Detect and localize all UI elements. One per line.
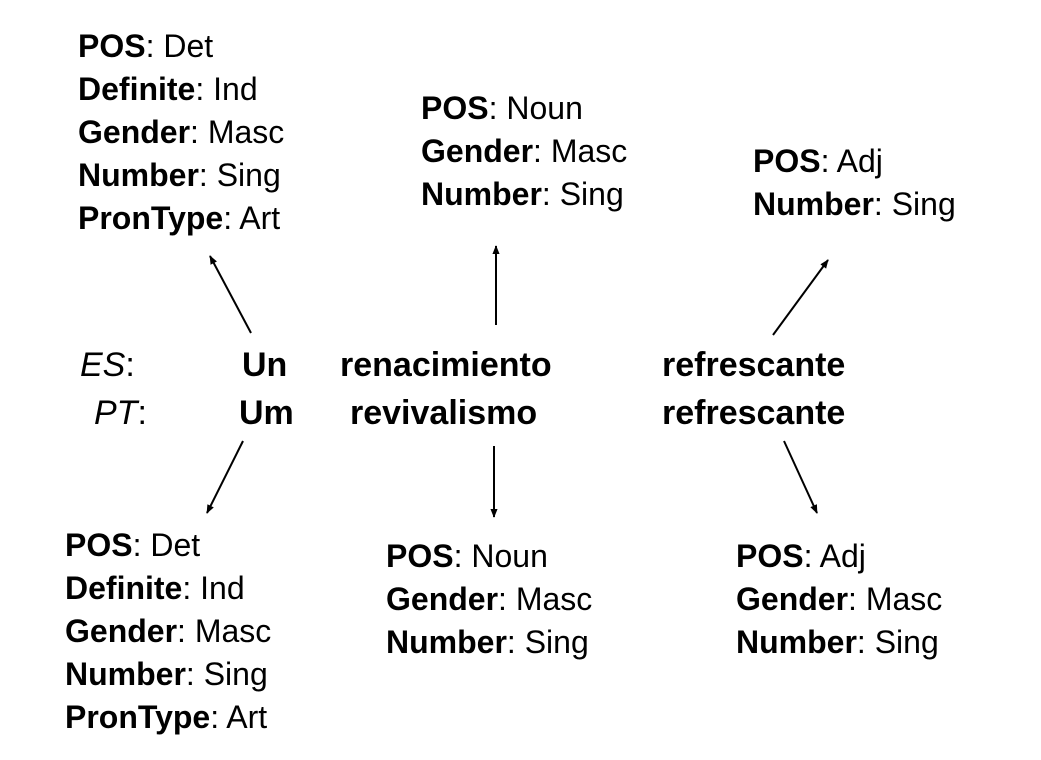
feature-line: Gender: Masc — [421, 133, 628, 169]
feature-block-pt-refrescante: POS: Adj Gender: Masc Number: Sing — [736, 535, 942, 664]
pt-word-um: Um — [239, 394, 294, 432]
arrow-es-refrescante — [772, 259, 829, 336]
feature-line: Gender: Masc — [65, 613, 272, 649]
feature-line: Number: Sing — [736, 624, 939, 660]
feature-line: PronType: Art — [78, 200, 281, 236]
pt-word-revivalismo: revivalismo — [350, 394, 538, 432]
feature-line: PronType: Art — [65, 699, 268, 735]
feature-line: Gender: Masc — [78, 114, 285, 150]
es-word-refrescante: refrescante — [662, 346, 846, 384]
feature-line: POS: Noun — [386, 538, 548, 574]
feature-line: POS: Adj — [736, 538, 866, 574]
feature-block-pt-revivalismo: POS: Noun Gender: Masc Number: Sing — [386, 535, 592, 664]
pt-word-refrescante: refrescante — [662, 394, 846, 432]
feature-line: POS: Noun — [421, 90, 583, 126]
feature-block-pt-um: POS: Det Definite: Ind Gender: Masc Numb… — [65, 524, 271, 739]
es-word-renacimiento: renacimiento — [340, 346, 552, 384]
feature-line: Gender: Masc — [736, 581, 943, 617]
feature-line: Definite: Ind — [65, 570, 245, 606]
arrow-es-un — [209, 255, 252, 334]
arrow-pt-um — [206, 440, 244, 514]
feature-block-es-un: POS: Det Definite: Ind Gender: Masc Numb… — [78, 25, 284, 240]
feature-line: Number: Sing — [421, 176, 624, 212]
feature-line: POS: Adj — [753, 143, 883, 179]
feature-line: Gender: Masc — [386, 581, 593, 617]
feature-line: Number: Sing — [65, 656, 268, 692]
feature-line: POS: Det — [65, 527, 201, 563]
feature-line: Number: Sing — [753, 186, 956, 222]
arrow-pt-refrescante — [783, 440, 818, 514]
feature-line: Definite: Ind — [78, 71, 258, 107]
feature-line: POS: Det — [78, 28, 214, 64]
feature-line: Number: Sing — [386, 624, 589, 660]
feature-block-es-refrescante: POS: Adj Number: Sing — [753, 140, 956, 226]
feature-line: Number: Sing — [78, 157, 281, 193]
language-label-es: ES: — [80, 346, 135, 384]
es-word-un: Un — [242, 346, 288, 384]
language-label-pt: PT: — [94, 394, 147, 432]
feature-block-es-renacimiento: POS: Noun Gender: Masc Number: Sing — [421, 87, 627, 216]
